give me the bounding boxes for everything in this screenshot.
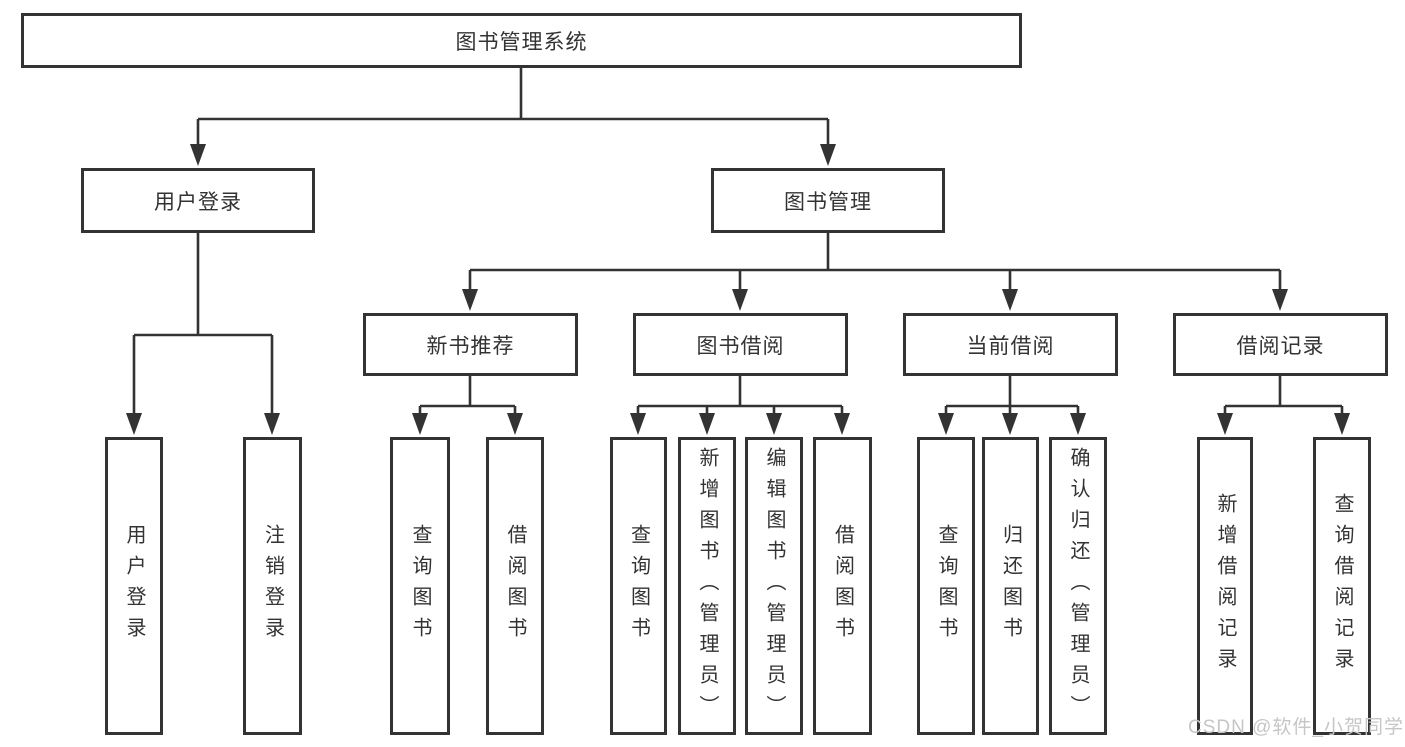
leaf-query-books-borrowing: 查询图书 [610,437,667,735]
leaf-edit-books-admin-label: 编辑图书（管理员） [763,446,785,726]
connector-strokes [132,68,1344,415]
leaf-query-borrow-record-label: 查询借阅记录 [1331,493,1353,679]
leaf-borrow-books-recommend: 借阅图书 [486,437,544,735]
leaf-logout: 注销登录 [243,437,302,735]
leaf-add-books-admin-label: 新增图书（管理员） [696,446,718,726]
leaf-confirm-return-admin: 确认归还（管理员） [1049,437,1107,735]
leaf-query-books-current: 查询图书 [917,437,975,735]
leaf-edit-books-admin: 编辑图书（管理员） [745,437,803,735]
leaf-query-books-recommend: 查询图书 [390,437,450,735]
leaf-return-books: 归还图书 [982,437,1039,735]
leaf-borrow-books: 借阅图书 [813,437,872,735]
node-book-borrowing: 图书借阅 [633,313,848,376]
leaf-user-login-label: 用户登录 [123,524,145,648]
leaf-logout-label: 注销登录 [261,524,284,648]
leaf-query-books-borrowing-label: 查询图书 [627,524,650,648]
node-book-management: 图书管理 [711,168,945,233]
leaf-add-borrow-record-label: 新增借阅记录 [1214,493,1236,679]
node-user-login: 用户登录 [81,168,315,233]
leaf-add-books-admin: 新增图书（管理员） [678,437,736,735]
leaf-query-books-recommend-label: 查询图书 [409,524,431,648]
leaf-return-books-label: 归还图书 [999,524,1022,648]
csdn-watermark: CSDN @软件_小贺同学 [1188,717,1404,738]
leaf-add-borrow-record: 新增借阅记录 [1197,437,1253,735]
leaf-confirm-return-admin-label: 确认归还（管理员） [1067,446,1089,726]
leaf-borrow-books-label: 借阅图书 [831,524,854,648]
connector-arrowheads [126,144,1350,435]
node-current-borrowing: 当前借阅 [903,313,1118,376]
leaf-borrow-books-recommend-label: 借阅图书 [504,524,526,648]
node-borrowing-records: 借阅记录 [1173,313,1388,376]
node-new-book-recommendation: 新书推荐 [363,313,578,376]
leaf-query-borrow-record: 查询借阅记录 [1313,437,1371,735]
leaf-query-books-current-label: 查询图书 [935,524,957,648]
node-library-management-system: 图书管理系统 [21,13,1022,68]
leaf-user-login: 用户登录 [105,437,163,735]
